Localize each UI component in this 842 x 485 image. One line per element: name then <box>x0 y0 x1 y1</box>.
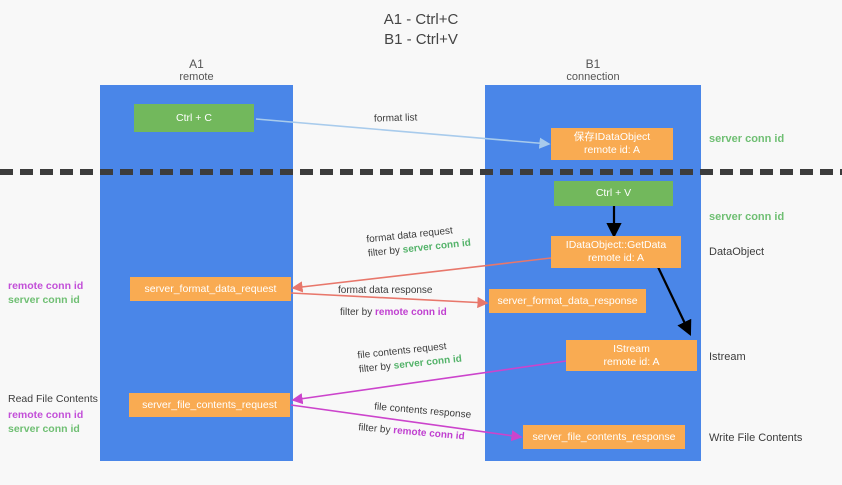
column-header-b1: B1 connection <box>485 58 701 84</box>
edge-filter-token-remote-conn-id: remote conn id <box>392 425 466 443</box>
edge-label-file-contents-response-line2: filter by remote conn id <box>358 421 470 445</box>
edge-label-format-data-response-line1: format data response <box>338 285 433 296</box>
node-server-format-data-request-label: server_format_data_request <box>144 282 277 295</box>
edge-filter-prefix: filter by <box>358 360 395 376</box>
node-ctrl-c[interactable]: Ctrl + C <box>134 104 254 132</box>
node-istream[interactable]: IStream remote id: A <box>566 340 697 371</box>
node-idataobject-getdata-line2: remote id: A <box>587 252 645 264</box>
edge-filter-prefix: filter by <box>357 422 394 437</box>
title-line-1: A1 - Ctrl+C <box>383 11 459 28</box>
edge-label-format-list-line1: format list <box>373 112 418 125</box>
edge-label-format-data-response: format data response filter by remote co… <box>338 284 447 320</box>
node-save-idataobject[interactable]: 保存IDataObject remote id: A <box>551 128 673 160</box>
node-ctrl-v[interactable]: Ctrl + V <box>554 181 673 206</box>
diagram-title: A1 - Ctrl+C B1 - Ctrl+V <box>0 10 842 50</box>
edge-label-format-data-request: format data request filter by server con… <box>366 223 472 262</box>
edge-label-file-contents-response: file contents response filter by remote … <box>358 399 472 445</box>
left-note-read-file-contents: Read File Contents remote conn id server… <box>8 392 100 436</box>
column-header-b1-role: connection <box>566 71 620 83</box>
column-header-b1-name: B1 <box>585 57 601 71</box>
right-note-dataobject: DataObject <box>709 246 765 258</box>
edge-filter-token-remote-conn-id: remote conn id <box>375 307 447 318</box>
right-note-server-conn-id-top: server conn id <box>709 133 785 145</box>
edge-label-format-data-response-line2: filter by remote conn id <box>340 306 447 320</box>
node-save-idataobject-line1: 保存IDataObject <box>573 131 651 143</box>
left-note-read-file-contents-heading: Read File Contents <box>8 393 98 405</box>
node-server-format-data-response[interactable]: server_format_data_response <box>489 289 646 313</box>
column-header-a1-name: A1 <box>189 57 204 71</box>
node-ctrl-c-line1: Ctrl + C <box>176 111 212 124</box>
left-note-remote-conn-id: remote conn id <box>8 280 84 292</box>
left-note-remote-conn-id: remote conn id <box>8 409 84 421</box>
node-server-file-contents-request[interactable]: server_file_contents_request <box>129 393 290 417</box>
edge-label-file-contents-response-line1: file contents response <box>373 401 472 421</box>
node-istream-line1: IStream <box>613 342 650 355</box>
right-note-server-conn-id-middle: server conn id <box>709 211 785 223</box>
left-note-server-conn-id: server conn id <box>8 294 80 306</box>
right-note-istream: Istream <box>709 351 746 363</box>
column-header-a1-role: remote <box>179 71 214 83</box>
edge-filter-prefix: filter by <box>367 244 404 260</box>
left-note-server-conn-id: server conn id <box>8 423 80 435</box>
node-server-file-contents-response-label: server_file_contents_response <box>532 430 676 443</box>
node-server-format-data-request[interactable]: server_format_data_request <box>130 277 291 301</box>
node-server-format-data-response-label: server_format_data_response <box>497 294 638 307</box>
node-ctrl-v-line1: Ctrl + V <box>595 187 632 199</box>
phase-divider <box>0 169 842 175</box>
node-save-idataobject-line2: remote id: A <box>583 144 641 156</box>
node-server-file-contents-request-label: server_file_contents_request <box>142 398 277 411</box>
edge-label-format-list: format list <box>374 111 418 126</box>
title-line-2: B1 - Ctrl+V <box>384 31 458 48</box>
node-server-file-contents-response[interactable]: server_file_contents_response <box>523 425 685 449</box>
right-note-write-file-contents: Write File Contents <box>709 432 803 444</box>
edge-label-file-contents-request: file contents request filter by server c… <box>357 339 463 378</box>
left-note-format-conn-ids: remote conn id server conn id <box>8 279 100 307</box>
node-idataobject-getdata-line1: IDataObject::GetData <box>565 239 667 251</box>
node-idataobject-getdata[interactable]: IDataObject::GetData remote id: A <box>551 236 681 268</box>
column-header-a1: A1 remote <box>100 58 293 84</box>
node-istream-line2: remote id: A <box>603 355 660 368</box>
edge-filter-prefix: filter by <box>340 307 376 318</box>
